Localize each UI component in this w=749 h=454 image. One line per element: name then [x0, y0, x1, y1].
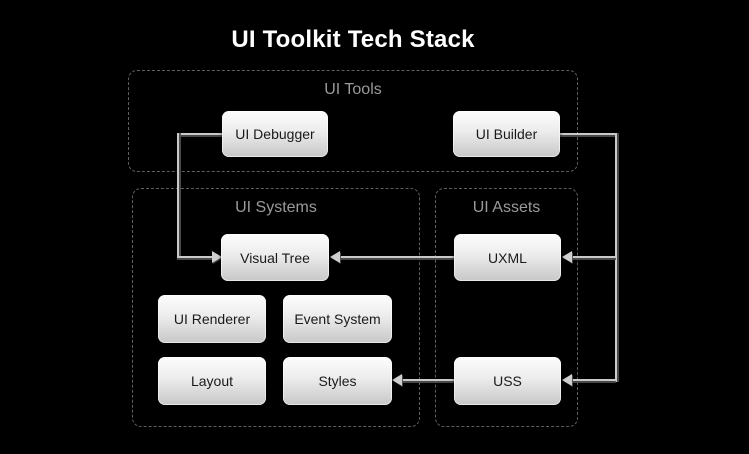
edge-uxml-to-visual-tree-segment: [340, 256, 454, 258]
node-styles: Styles: [283, 357, 392, 405]
arrowhead-into-uxml-right-icon: [562, 251, 572, 263]
node-visual-tree: Visual Tree: [221, 234, 329, 281]
group-ui-assets-label: UI Assets: [472, 199, 541, 216]
node-event-system: Event System: [283, 295, 392, 343]
arrowhead-into-visual-tree-right-icon: [330, 251, 340, 263]
edge-ui-debugger-to-visual-tree-segment: [177, 256, 212, 258]
group-ui-systems-label: UI Systems: [235, 199, 317, 216]
group-ui-systems: UI Systems: [132, 188, 420, 427]
edge-ui-debugger-to-visual-tree-segment: [177, 133, 179, 258]
edge-ui-builder-to-uss-segment: [572, 379, 616, 381]
group-ui-tools: UI Tools: [128, 70, 578, 172]
group-ui-tools-label: UI Tools: [324, 81, 382, 98]
edge-ui-builder-to-uxml-segment: [572, 256, 616, 258]
node-uxml: UXML: [454, 234, 561, 281]
node-ui-renderer: UI Renderer: [158, 295, 266, 343]
node-layout: Layout: [158, 357, 266, 405]
diagram-title: UI Toolkit Tech Stack: [231, 26, 475, 53]
node-uss: USS: [454, 357, 561, 405]
edge-ui-builder-trunk-segment: [615, 133, 617, 382]
edge-ui-builder-out-segment: [560, 133, 617, 135]
arrowhead-into-visual-tree-left-icon: [212, 251, 222, 263]
arrowhead-into-styles-right-icon: [392, 374, 402, 386]
node-ui-debugger: UI Debugger: [222, 111, 328, 157]
arrowhead-into-uss-right-icon: [562, 374, 572, 386]
edge-ui-debugger-to-visual-tree-segment: [177, 133, 222, 135]
group-ui-assets: UI Assets: [435, 188, 578, 427]
edge-uss-to-styles-segment: [402, 379, 454, 381]
node-ui-builder: UI Builder: [453, 111, 560, 157]
